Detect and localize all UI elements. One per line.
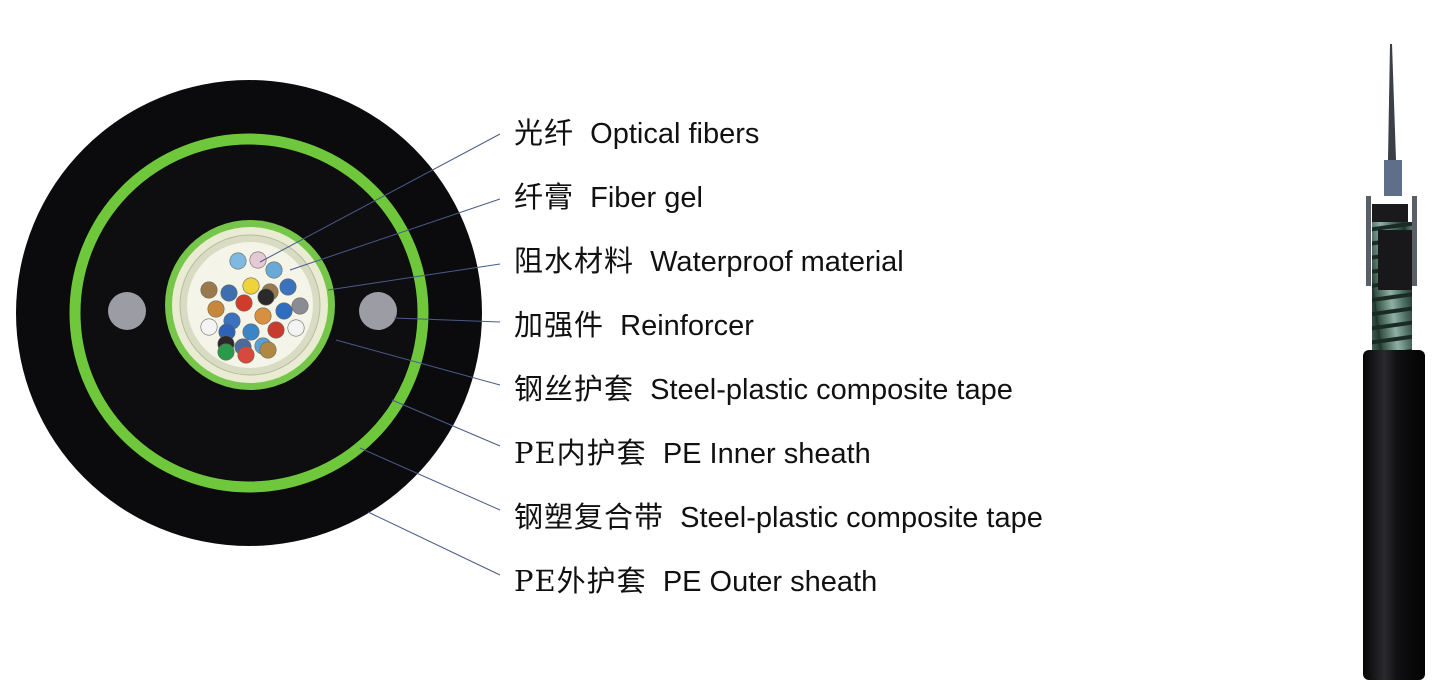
optical-fiber: [229, 252, 247, 270]
label-zh: 纤膏: [514, 180, 575, 214]
cable-side-view: [1363, 44, 1425, 680]
exposed-wire-left: [1366, 196, 1371, 286]
exposed-wire-right: [1412, 196, 1417, 286]
leader-line-outer-sheath: [367, 511, 501, 576]
optical-fiber: [249, 251, 267, 269]
label-en: Steel-plastic composite tape: [650, 374, 1013, 406]
label-en: PE Outer sheath: [662, 566, 878, 598]
label-zh: 阻水材料: [514, 244, 635, 278]
optical-fiber: [291, 297, 309, 315]
label-en: Reinforcer: [620, 310, 754, 342]
label-optical-fibers: 光纤 Optical fibers: [514, 116, 759, 151]
optical-fiber: [265, 261, 283, 279]
label-reinforcer: 加强件 Reinforcer: [514, 308, 754, 343]
inner-jacket: [1378, 230, 1412, 290]
cross-section: [16, 80, 482, 546]
exposed-fiber-bundle: [1384, 160, 1402, 196]
optical-fiber: [237, 346, 255, 364]
fiber-strand-top: [1388, 44, 1396, 160]
optical-fiber: [287, 319, 305, 337]
optical-fibers: [200, 251, 309, 364]
leader-line-optical-fibers: [259, 133, 501, 263]
label-pe-inner-sheath: PE内护套 PE Inner sheath: [514, 436, 871, 471]
label-zh: 光纤: [514, 116, 575, 150]
leader-line-composite-tape: [359, 447, 501, 511]
optical-fiber: [257, 288, 275, 306]
optical-fiber: [242, 277, 260, 295]
label-en: PE Inner sheath: [662, 438, 871, 470]
label-fiber-gel: 纤膏 Fiber gel: [514, 180, 703, 215]
leader-line-waterproof: [327, 263, 501, 291]
label-zh: PE内护套: [514, 436, 647, 470]
leader-line-reinforcer: [393, 317, 501, 323]
label-steel-plastic-tape: 钢塑复合带 Steel-plastic composite tape: [514, 500, 1043, 535]
reinforcer-left: [108, 292, 146, 330]
optical-fiber: [235, 294, 253, 312]
leader-line-fiber-gel: [289, 198, 501, 271]
optical-fiber: [267, 321, 285, 339]
reinforcer-right: [359, 292, 397, 330]
optical-fiber: [279, 278, 297, 296]
optical-fiber: [217, 343, 235, 361]
label-en: Fiber gel: [590, 182, 703, 214]
label-pe-outer-sheath: PE外护套 PE Outer sheath: [514, 564, 877, 599]
leader-lines: [259, 133, 501, 576]
label-zh: PE外护套: [514, 564, 647, 598]
label-en: Steel-plastic composite tape: [680, 502, 1043, 534]
optical-fiber: [200, 281, 218, 299]
label-en: Waterproof material: [650, 246, 904, 278]
label-zh: 钢塑复合带: [514, 500, 665, 534]
label-zh: 钢丝护套: [514, 372, 635, 406]
optical-fiber: [207, 300, 225, 318]
optical-fiber: [220, 284, 238, 302]
label-zh: 加强件: [514, 308, 605, 342]
leader-line-steel-wire: [335, 339, 501, 386]
label-waterproof-material: 阻水材料 Waterproof material: [514, 244, 904, 279]
optical-fiber: [275, 302, 293, 320]
label-en: Optical fibers: [590, 118, 760, 150]
label-steel-wire-sheath: 钢丝护套 Steel-plastic composite tape: [514, 372, 1013, 407]
outer-jacket: [1363, 350, 1425, 680]
optical-fiber: [254, 307, 272, 325]
leader-line-inner-sheath: [391, 399, 501, 447]
optical-fiber: [242, 323, 260, 341]
steel-plastic-tape-ring: [69, 133, 429, 493]
optical-fiber: [259, 341, 277, 359]
optical-fiber: [200, 318, 218, 336]
